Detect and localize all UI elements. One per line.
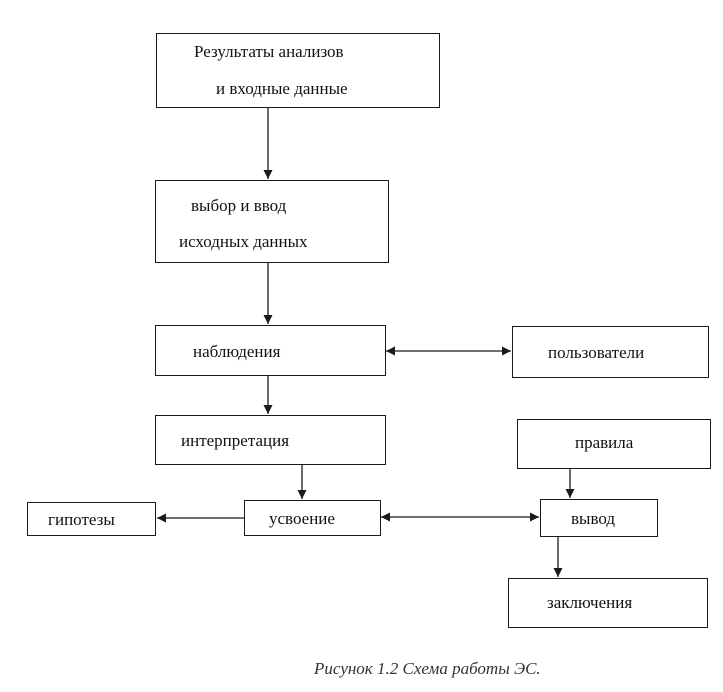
node-observations: наблюдения (155, 325, 386, 376)
node-select-and-input-source-data: выбор и ввод исходных данных (155, 180, 389, 263)
figure-caption: Рисунок 1.2 Схема работы ЭС. (314, 659, 541, 678)
node-select-input-line1: выбор и ввод (191, 196, 287, 215)
node-users-label: пользователи (548, 343, 645, 362)
node-assimilation-label: усвоение (269, 509, 335, 528)
node-results-and-input-data: Результаты анализов и входные данные (156, 33, 440, 108)
node-inference: вывод (540, 499, 658, 537)
node-observations-label: наблюдения (193, 342, 281, 361)
node-interpretation-label: интерпретация (181, 431, 290, 450)
node-conclusions: заключения (508, 578, 708, 628)
node-rules-label: правила (575, 433, 634, 452)
node-users: пользователи (512, 326, 709, 378)
node-inference-label: вывод (571, 509, 616, 528)
node-results-line2: и входные данные (216, 79, 348, 98)
node-hypotheses: гипотезы (27, 502, 156, 536)
node-interpretation: интерпретация (155, 415, 386, 465)
node-conclusions-label: заключения (547, 593, 633, 612)
node-rules: правила (517, 419, 711, 469)
node-select-input-line2: исходных данных (179, 232, 308, 251)
node-assimilation: усвоение (244, 500, 381, 536)
node-results-line1: Результаты анализов (194, 42, 344, 61)
node-hypotheses-label: гипотезы (48, 510, 115, 529)
